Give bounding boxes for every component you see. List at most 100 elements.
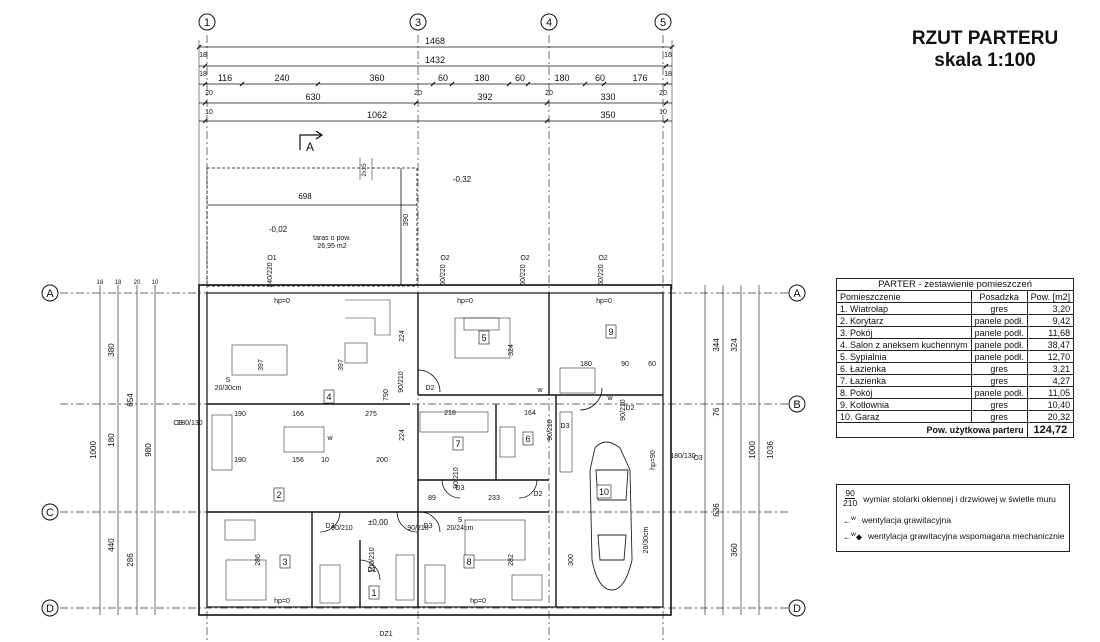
axis-bubble-b-right — [788, 395, 806, 413]
inner-dim: 286 — [255, 554, 262, 566]
window-code: O1 — [267, 255, 276, 262]
floor-level: ±0,00 — [368, 518, 389, 527]
table-header: Pow. [m2] — [1026, 290, 1075, 303]
table-total-label: Pow. użytkowa parteru — [836, 422, 1028, 438]
legend-text: wentylacja grawitacyjna wspomagana mecha… — [867, 531, 1065, 542]
opening-label: 60/220 — [598, 264, 605, 286]
dim-top-seg: 176 — [632, 73, 647, 83]
terrace-area: 26,95 m2 — [317, 243, 346, 250]
dim-right: 344 — [712, 338, 721, 352]
axis-label-5: 5 — [660, 17, 666, 29]
dim-top-seg: 180 — [554, 73, 569, 83]
window-code: O2 — [598, 255, 607, 262]
room-number-9: 9 — [608, 327, 613, 337]
legend-item-opening: 90 210 wymiar stolarki okiennej i drzwio… — [843, 489, 1056, 508]
door-code: D3 — [561, 423, 570, 430]
inner-dim: 224 — [399, 330, 406, 342]
dim-right: 636 — [712, 503, 721, 517]
axis-label-d-left: D — [46, 603, 54, 615]
opening-label: 90/210 — [620, 399, 627, 421]
vent-arrow-icon: ←w — [843, 515, 856, 526]
hp-label: hp=90 — [650, 450, 657, 470]
dim-edge: 18 — [199, 52, 207, 59]
table-cell: 3,21 — [1026, 362, 1075, 375]
axis-bubble-a-left — [41, 284, 59, 302]
section-mark: A — [306, 140, 314, 154]
inner-dim: 10 — [321, 457, 329, 464]
dim-top-seg: 392 — [477, 92, 492, 102]
vent-mark: w — [536, 387, 543, 394]
terrace-depth: 390 — [401, 214, 410, 227]
opening-label: 180/130 — [177, 420, 202, 427]
dim-left: 1000 — [89, 441, 98, 459]
dim-edge: 18 — [97, 280, 104, 286]
dim-top-seg: 60 — [438, 73, 448, 83]
axis-bubble-d-right — [788, 599, 806, 617]
stair-label: S — [226, 377, 231, 384]
dim-edge: 20 — [545, 90, 553, 97]
door-code: D3 — [424, 523, 433, 530]
car-icon — [589, 441, 633, 591]
dim-edge: 20 — [659, 90, 667, 97]
axis-bubble-4 — [540, 13, 558, 31]
table-cell: 11,05 — [1026, 386, 1075, 399]
axis-label-a-left: A — [46, 288, 54, 300]
dim-right: 1000 — [748, 441, 757, 459]
dim-right: 324 — [730, 338, 739, 352]
room-number-5: 5 — [481, 333, 486, 343]
inner-dim: 190 — [234, 457, 246, 464]
door-code: D3 — [456, 485, 465, 492]
dim-top-seg: 116 — [218, 73, 232, 83]
drawing-title-main: RZUT PARTERU — [911, 28, 1059, 49]
opening-label: 90/210 — [331, 525, 353, 532]
door-code: DZ1 — [379, 631, 392, 638]
dim-top-seg: 330 — [600, 92, 615, 102]
dim-top-seg: 630 — [305, 92, 320, 102]
axis-label-d-right: D — [793, 603, 801, 615]
legend-fraction-top: 90 — [845, 488, 855, 499]
dim-left: 654 — [126, 393, 135, 407]
room-schedule-table: PARTER - zestawienie pomieszczeń Pomiesz… — [835, 278, 1075, 438]
hp-label: hp=0 — [596, 298, 612, 305]
legend-item-vent-mech: ←w◆ wentylacja grawitacyjna wspomagana m… — [843, 531, 1065, 542]
inner-dim: 397 — [338, 359, 345, 371]
door-code: D2 — [534, 491, 543, 498]
inner-dim: 156 — [292, 457, 304, 464]
table-cell: 3. Pokój — [836, 326, 972, 339]
dim-right: 360 — [730, 543, 739, 557]
axis-label-c-left: C — [46, 507, 54, 519]
inner-dim: 200 — [376, 457, 388, 464]
table-cell: 38,47 — [1026, 338, 1075, 351]
drawing-title-scale: skala 1:100 — [934, 50, 1036, 71]
dim-total-outer: 1468 — [425, 36, 445, 46]
room-number-4: 4 — [326, 392, 331, 402]
table-cell: 12,70 — [1026, 350, 1075, 363]
table-cell: 4,27 — [1026, 374, 1075, 387]
table-cell: 7. Łazienka — [836, 374, 972, 387]
dim-edge: 18 — [664, 52, 672, 59]
table-cell: panele podł. — [970, 386, 1028, 399]
dim-edge: 10 — [205, 109, 213, 116]
terrace-level: -0,02 — [269, 225, 288, 234]
hp-label: hp=0 — [457, 298, 473, 305]
axis-label-3: 3 — [415, 17, 421, 29]
stair-dim: 20/24cm — [447, 525, 474, 532]
axis-label-1: 1 — [204, 17, 210, 29]
dim-total-inner: 1432 — [425, 55, 445, 65]
dim-top-seg: 360 — [369, 73, 384, 83]
inner-dim: 300 — [568, 554, 575, 566]
dim-top-seg: 350 — [600, 110, 615, 120]
dim-right: 1036 — [766, 441, 775, 459]
inner-dim: 60 — [648, 361, 656, 368]
axis-bubble-5 — [654, 13, 672, 31]
table-cell: 10. Garaż — [836, 410, 972, 423]
dim-top-seg: 60 — [515, 73, 525, 83]
dim-left: 380 — [107, 343, 116, 357]
opening-label: 100/210 — [369, 547, 376, 572]
